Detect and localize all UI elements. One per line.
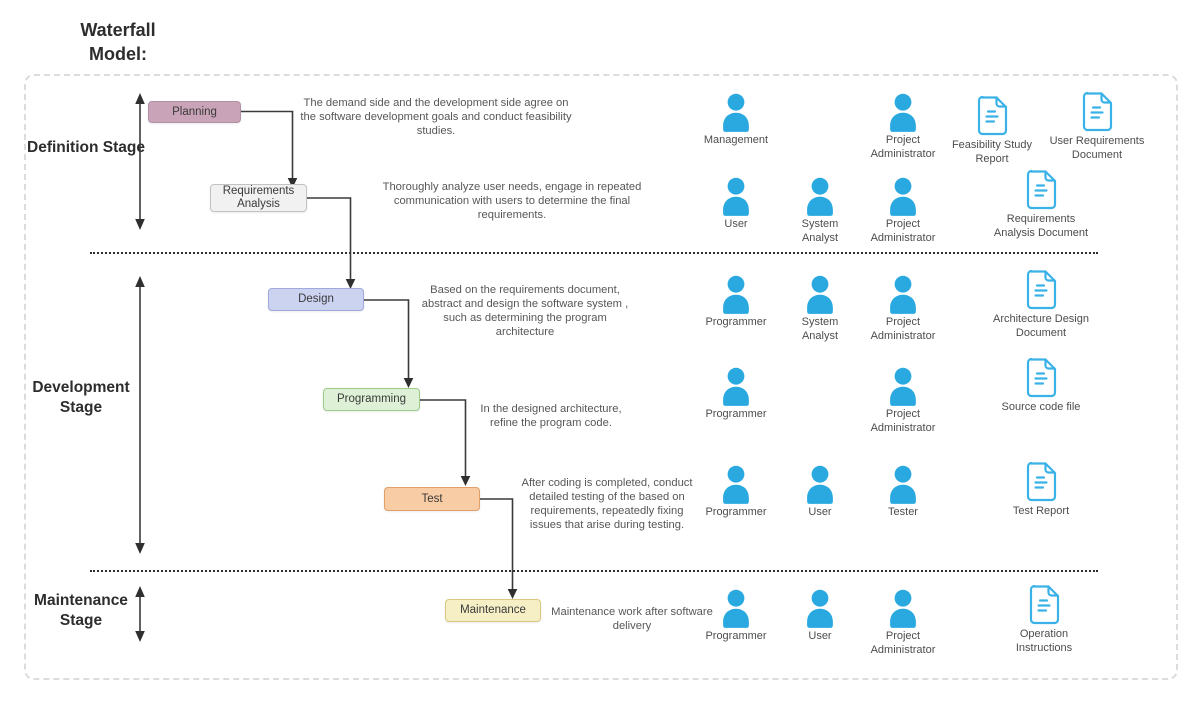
document-icon [1024, 358, 1058, 398]
actor-user: User [691, 176, 781, 232]
phase-label: Planning [172, 105, 217, 118]
actor-label: Programmer [705, 630, 767, 642]
actor-label: Project Administrator [870, 134, 936, 160]
phase-label: Maintenance [460, 604, 526, 616]
phase-description-test: After coding is completed, conduct detai… [521, 477, 693, 531]
stage-label-maintenance: Maintenance Stage [34, 592, 128, 629]
person-icon [800, 588, 840, 628]
document-icon [1080, 92, 1114, 132]
actor-user: User [775, 588, 865, 644]
phase-description-maintenance: Maintenance work after software delivery [551, 606, 713, 632]
stage-separator-2 [90, 570, 1098, 572]
actor-project-administrator: Project Administrator [858, 92, 948, 161]
actor-label: Programmer [705, 408, 767, 420]
actor-label: Management [703, 134, 769, 146]
actor-label: Programmer [705, 316, 767, 328]
person-icon [716, 176, 756, 216]
person-icon [883, 366, 923, 406]
phase-label: Test [421, 492, 443, 505]
document-icon [1027, 585, 1061, 625]
phase-box-maintenance: Maintenance [445, 599, 541, 622]
document-label: Operation Instructions [1015, 628, 1073, 654]
person-icon [800, 464, 840, 504]
actor-system-analyst: System Analyst [775, 274, 865, 343]
actor-label: User [808, 630, 832, 642]
document-label: Requirements Analysis Document [993, 213, 1089, 239]
actor-label: User [808, 506, 832, 518]
phase-description-programming: In the designed architecture, refine the… [480, 403, 622, 429]
document-requirements-analysis-document: Requirements Analysis Document [986, 170, 1096, 240]
actor-label: Project Administrator [870, 316, 936, 342]
person-icon [883, 464, 923, 504]
page-title: Waterfall Model: [80, 20, 156, 64]
stage-label-definition: Definition Stage [27, 139, 145, 156]
person-icon [800, 176, 840, 216]
phase-description-requirements: Thoroughly analyze user needs, engage in… [382, 181, 642, 221]
stage-separator-1 [90, 252, 1098, 254]
actor-programmer: Programmer [691, 588, 781, 644]
actor-label: System Analyst [801, 316, 839, 342]
actor-user: User [775, 464, 865, 520]
actor-programmer: Programmer [691, 274, 781, 330]
diagram-frame [24, 74, 1178, 680]
phase-label: Design [298, 293, 334, 305]
document-icon [1024, 170, 1058, 210]
person-icon [883, 588, 923, 628]
phase-box-requirements-analysis: Requirements Analysis [210, 184, 307, 212]
phase-label: Programming [336, 393, 407, 405]
actor-project-administrator: Project Administrator [858, 176, 948, 245]
person-icon [883, 274, 923, 314]
document-user-requirements-document: User Requirements Document [1042, 92, 1152, 162]
phase-label: Requirements Analysis [222, 185, 295, 210]
actor-project-administrator: Project Administrator [858, 274, 948, 343]
actor-label: Tester [888, 506, 918, 518]
person-icon [716, 274, 756, 314]
actor-programmer: Programmer [691, 366, 781, 422]
person-icon [716, 92, 756, 132]
document-feasibility-study-report: Feasibility Study Report [937, 96, 1047, 166]
actor-system-analyst: System Analyst [775, 176, 865, 245]
phase-box-design: Design [268, 288, 364, 311]
actor-label: System Analyst [801, 218, 839, 244]
actor-label: Project Administrator [870, 408, 936, 434]
actor-label: User [724, 218, 748, 230]
person-icon [800, 274, 840, 314]
phase-description-design: Based on the requirements document, abst… [421, 284, 629, 338]
actor-project-administrator: Project Administrator [858, 366, 948, 435]
actor-tester: Tester [858, 464, 948, 520]
actor-label: Project Administrator [870, 630, 936, 656]
document-label: Source code file [1001, 401, 1081, 413]
document-label: Feasibility Study Report [951, 139, 1033, 165]
document-source-code-file: Source code file [986, 358, 1096, 415]
phase-description-planning: The demand side and the development side… [300, 97, 572, 137]
person-icon [716, 588, 756, 628]
actor-project-administrator: Project Administrator [858, 588, 948, 657]
document-label: User Requirements Document [1049, 135, 1145, 161]
person-icon [716, 366, 756, 406]
person-icon [716, 464, 756, 504]
document-label: Test Report [1012, 505, 1070, 517]
stage-label-development: Development Stage [32, 379, 130, 416]
document-icon [1024, 270, 1058, 310]
phase-box-test: Test [384, 487, 480, 511]
document-test-report: Test Report [986, 462, 1096, 519]
actor-label: Project Administrator [870, 218, 936, 244]
document-operation-instructions: Operation Instructions [989, 585, 1099, 655]
document-architecture-design-document: Architecture Design Document [986, 270, 1096, 340]
actor-label: Programmer [705, 506, 767, 518]
document-label: Architecture Design Document [993, 313, 1089, 339]
phase-box-planning: Planning [148, 101, 241, 123]
actor-management: Management [691, 92, 781, 148]
phase-box-programming: Programming [323, 388, 420, 411]
person-icon [883, 176, 923, 216]
document-icon [975, 96, 1009, 136]
person-icon [883, 92, 923, 132]
actor-programmer: Programmer [691, 464, 781, 520]
document-icon [1024, 462, 1058, 502]
